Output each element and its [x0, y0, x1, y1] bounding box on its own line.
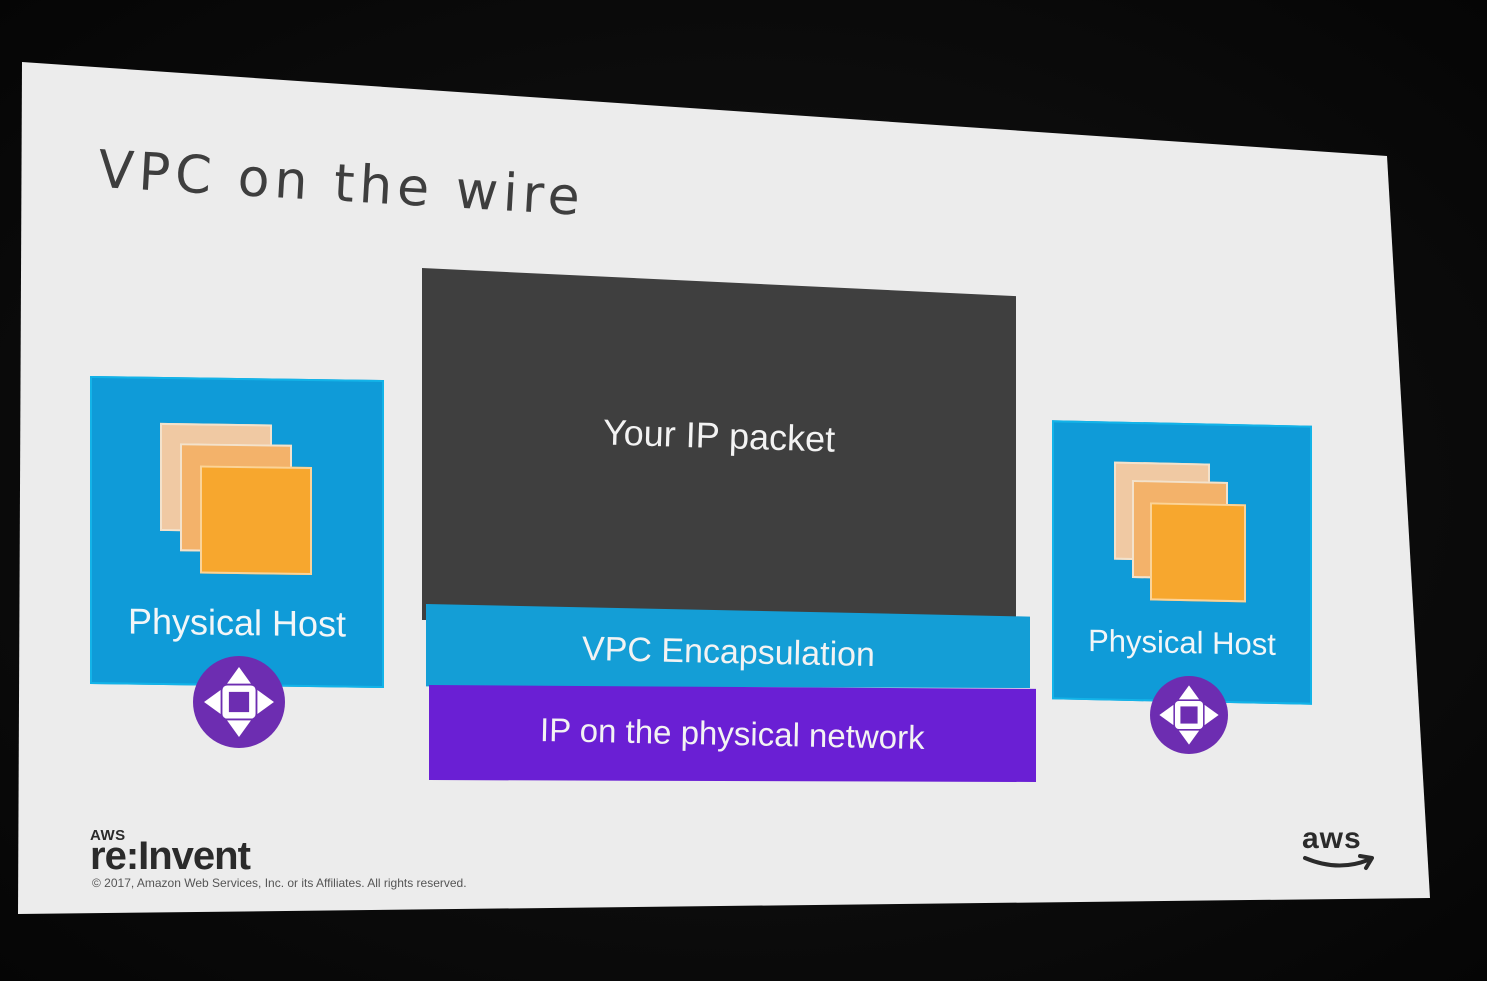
host-label-right: Physical Host — [1088, 623, 1276, 662]
reinvent-logo-wordmark: re:Invent — [90, 834, 251, 878]
aws-smile-icon — [1303, 854, 1374, 870]
physical-network-layer: IP on the physical network — [429, 685, 1036, 782]
instance-stack-icon — [1114, 461, 1248, 609]
physical-network-label: IP on the physical network — [539, 710, 926, 756]
vpc-encapsulation-layer: VPC Encapsulation — [426, 604, 1030, 688]
instance-stack-icon — [160, 422, 316, 579]
physical-host-right: Physical Host — [1052, 420, 1312, 705]
reinvent-logo-prefix: AWS — [90, 827, 126, 844]
router-icon — [193, 656, 285, 748]
vpc-encapsulation-label: VPC Encapsulation — [581, 629, 875, 674]
host-label-left: Physical Host — [127, 600, 347, 645]
packet-payload-label: Your IP packet — [602, 411, 836, 460]
router-icon — [1150, 676, 1228, 754]
packet-payload-layer: Your IP packet — [422, 268, 1016, 620]
slide-title: VPC on the wire — [96, 140, 587, 228]
aws-logo-wordmark: aws — [1302, 822, 1362, 855]
aws-logo: aws — [1300, 822, 1380, 878]
physical-host-left: Physical Host — [90, 375, 384, 689]
copyright-notice: © 2017, Amazon Web Services, Inc. or its… — [92, 876, 467, 890]
